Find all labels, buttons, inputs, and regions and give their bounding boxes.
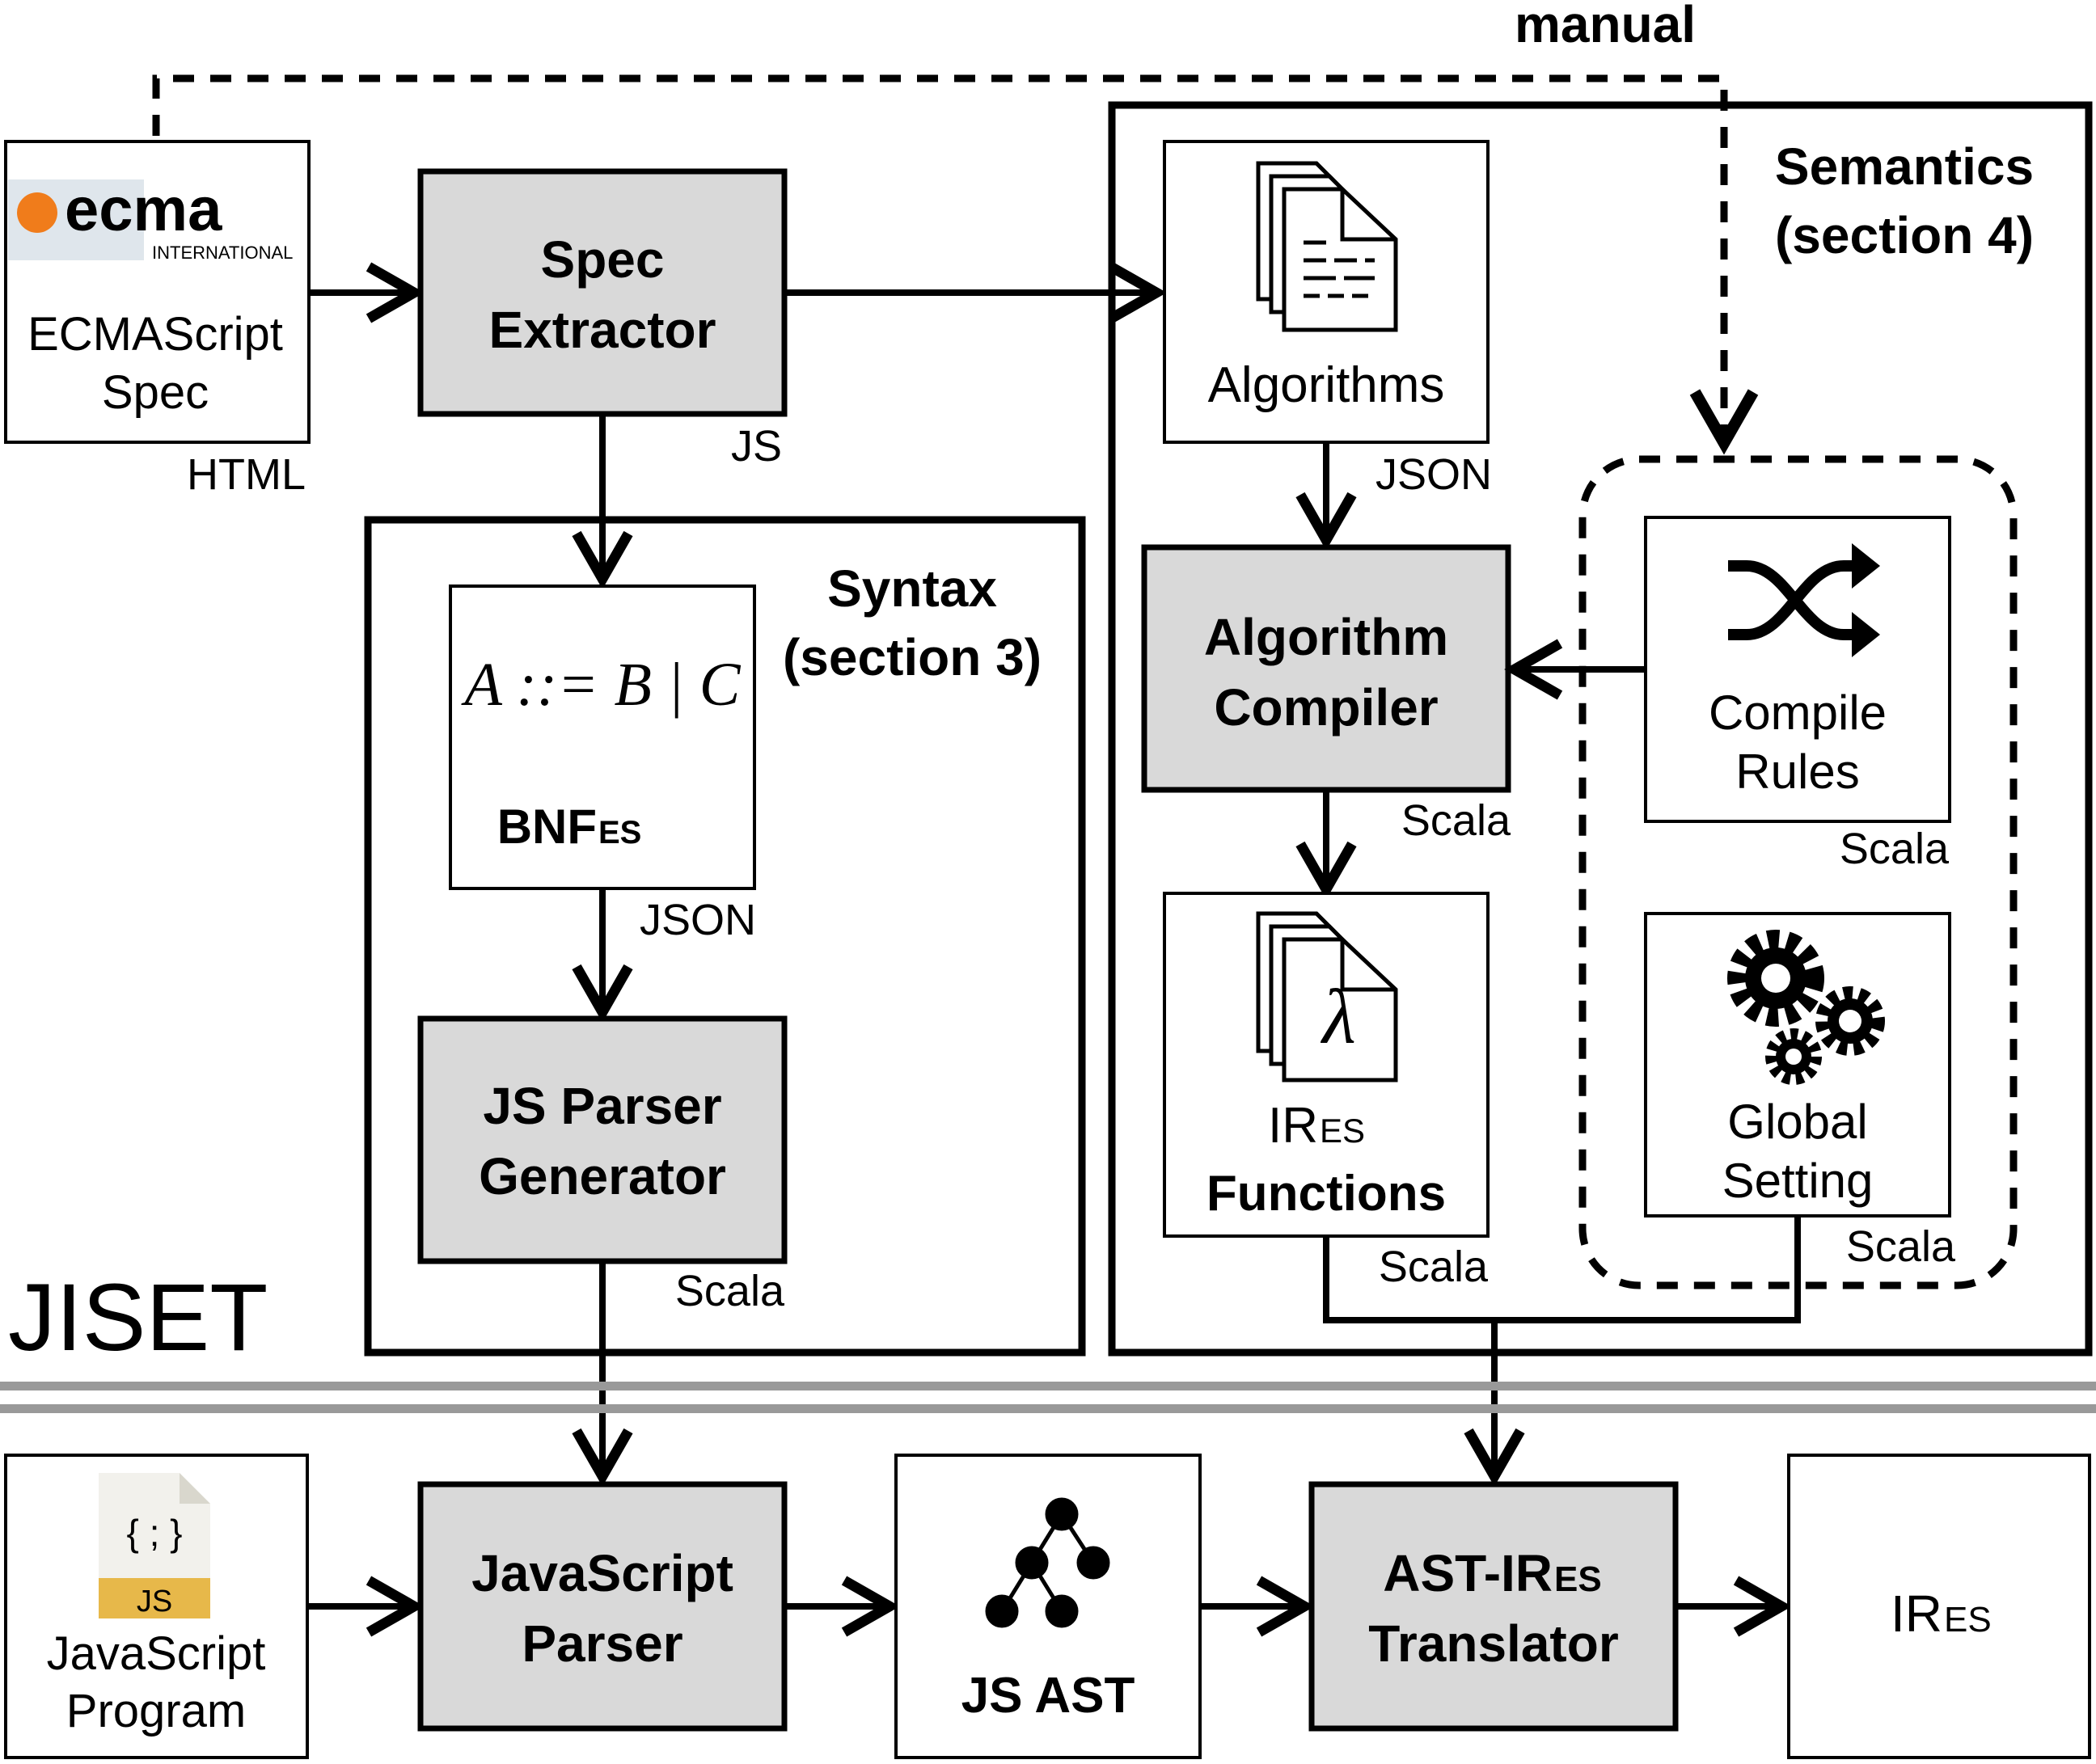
ecmascript-spec-box: ecma INTERNATIONAL ECMAScript Spec — [4, 140, 311, 444]
compile-rules-box: Compile Rules — [1644, 516, 1951, 823]
javascript-parser-box: JavaScript Parser — [417, 1481, 788, 1732]
ecmascript-format-label: HTML — [187, 450, 306, 499]
syntax-section: Syntax (section 3) — [364, 516, 1086, 1357]
compile-rules-lang: Scala — [1840, 825, 1950, 873]
jiset-label: JISET — [8, 1264, 268, 1371]
bnf-name: BNF — [497, 800, 597, 854]
js-file-braces: { ; } — [126, 1512, 182, 1554]
bnf-box: A ::= B | C BNF ES — [449, 584, 756, 890]
document-stack-icon — [1256, 161, 1398, 332]
compile-rules-line2: Rules — [1735, 745, 1859, 799]
bnf-format-label: JSON — [640, 896, 756, 944]
translator-subscript: ES — [1554, 1559, 1602, 1599]
tree-icon — [985, 1497, 1110, 1628]
spec-extractor-line2: Extractor — [489, 301, 716, 359]
lambda-symbol: λ — [1320, 973, 1356, 1060]
manual-label: manual — [1515, 0, 1696, 53]
spec-extractor-line1: Spec — [541, 230, 665, 289]
gears-icon — [1727, 930, 1885, 1085]
lambda-document-icon: λ — [1256, 911, 1398, 1082]
parser-generator-line1: JS Parser — [483, 1077, 721, 1135]
ir-functions-subscript: ES — [1320, 1112, 1365, 1150]
translator-name: AST-IR — [1383, 1544, 1553, 1602]
bnf-formula: A ::= B | C — [461, 651, 742, 719]
bnf-subscript: ES — [598, 815, 641, 850]
semantics-title-line1: Semantics — [1775, 137, 2034, 196]
js-parser-generator-box: JS Parser Generator — [417, 1015, 788, 1264]
ir-functions-name: IR — [1268, 1098, 1318, 1154]
parser-generator-line2: Generator — [479, 1147, 726, 1205]
global-setting-line1: Global — [1727, 1095, 1867, 1149]
javascript-program-box: { ; } JS JavaScript Program — [4, 1454, 309, 1759]
algorithm-compiler-line1: Algorithm — [1204, 608, 1448, 666]
semantics-title-line2: (section 4) — [1775, 206, 2034, 264]
separator-line-bottom — [0, 1404, 2096, 1413]
syntax-title-line1: Syntax — [827, 559, 997, 618]
javascript-program-line2: Program — [66, 1685, 246, 1737]
semantics-section: Semantics (section 4) — [1108, 101, 2093, 1357]
algorithms-format-label: JSON — [1376, 450, 1492, 499]
algorithm-compiler-box: Algorithm Compiler — [1141, 544, 1511, 793]
global-setting-line2: Setting — [1722, 1154, 1874, 1208]
algorithms-box: Algorithms — [1163, 140, 1490, 444]
ir-functions-line2: Functions — [1206, 1166, 1446, 1222]
syntax-title-line2: (section 3) — [783, 628, 1042, 686]
ir-output-box: IR ES — [1787, 1454, 2091, 1759]
rules-dashed-group — [1578, 455, 2018, 1289]
javascript-parser-line1: JavaScript — [471, 1544, 733, 1602]
merge-connector — [1323, 1216, 1801, 1323]
ir-functions-box: λ IR ES Functions — [1163, 892, 1490, 1238]
ecmascript-title-line2: Spec — [102, 366, 209, 419]
ecmascript-title-line1: ECMAScript — [27, 308, 283, 361]
js-ast-box: JS AST — [894, 1454, 1202, 1759]
js-file-tag: JS — [137, 1585, 172, 1618]
algorithm-compiler-line2: Compiler — [1214, 678, 1438, 736]
ecma-logo-word: ecma — [65, 175, 222, 244]
parser-generator-lang: Scala — [675, 1267, 785, 1315]
separator-line-top — [0, 1382, 2096, 1391]
js-file-icon: { ; } JS — [99, 1473, 210, 1618]
ast-ir-translator-box: AST-IR ES Translator — [1308, 1481, 1679, 1732]
ir-output-name: IR — [1891, 1585, 1942, 1643]
js-ast-label: JS AST — [961, 1668, 1135, 1724]
global-setting-lang: Scala — [1846, 1222, 1956, 1271]
translator-line2: Translator — [1368, 1614, 1618, 1673]
compile-rules-line1: Compile — [1709, 686, 1887, 740]
ir-functions-lang: Scala — [1379, 1243, 1489, 1291]
global-setting-box: Global Setting — [1644, 912, 1951, 1217]
ecma-logo-sub: INTERNATIONAL — [152, 243, 293, 263]
javascript-parser-line2: Parser — [522, 1614, 682, 1673]
ir-output-subscript: ES — [1944, 1600, 1992, 1640]
shuffle-icon — [1728, 543, 1880, 657]
spec-extractor-lang: JS — [731, 422, 782, 471]
ecma-logo: ecma INTERNATIONAL — [8, 175, 293, 263]
spec-extractor-box: Spec Extractor — [417, 168, 788, 417]
algorithms-label: Algorithms — [1208, 357, 1445, 413]
algorithm-compiler-lang: Scala — [1401, 796, 1511, 845]
javascript-program-line1: JavaScript — [47, 1627, 266, 1680]
